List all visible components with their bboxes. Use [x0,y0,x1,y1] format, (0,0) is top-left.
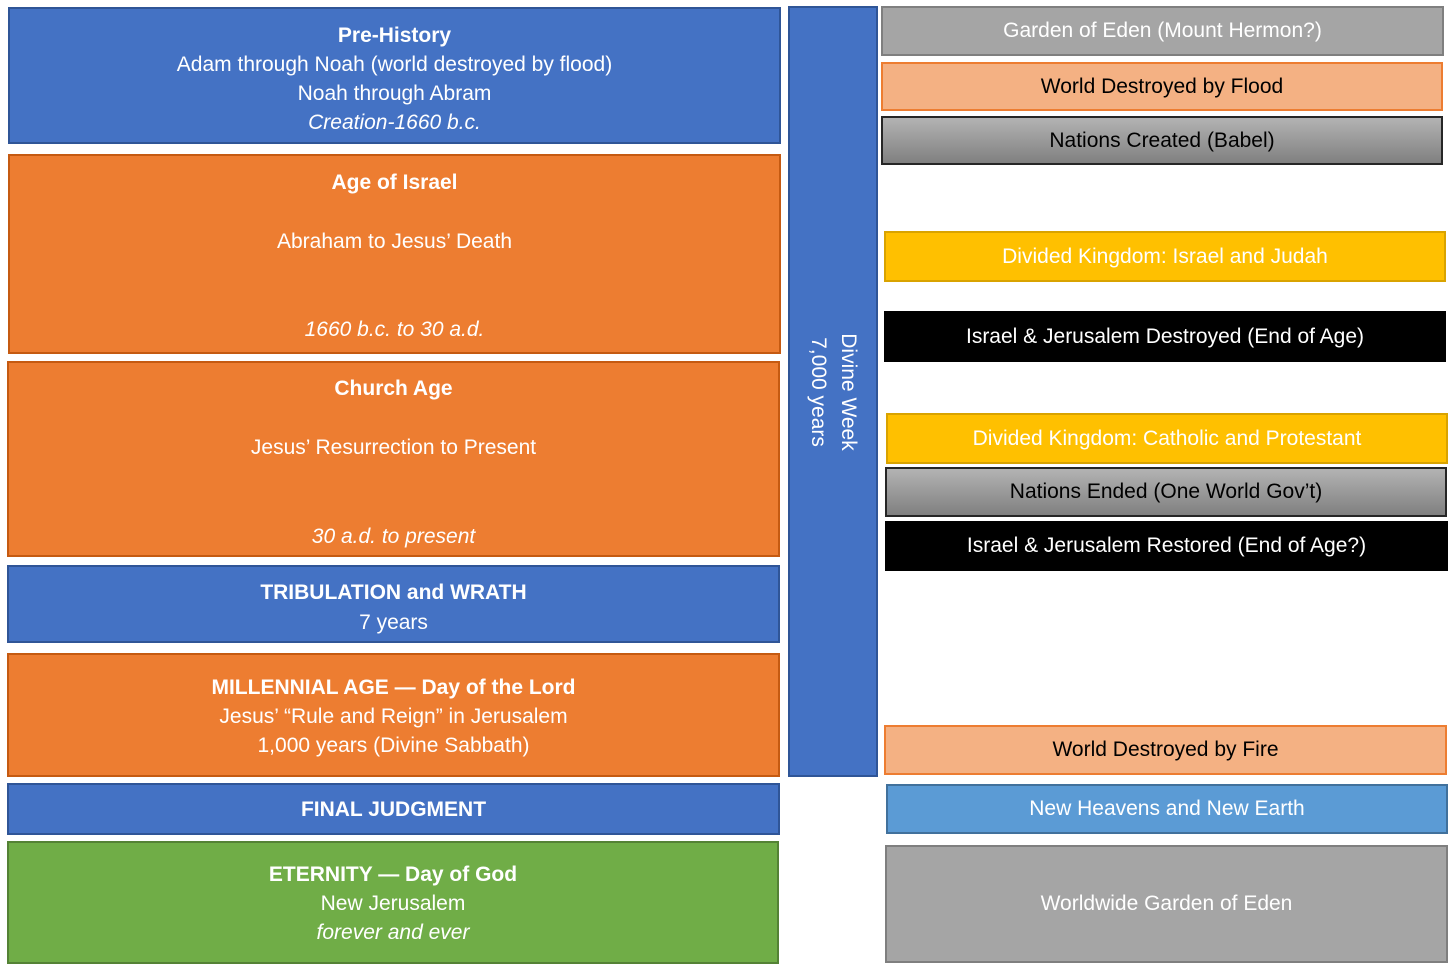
age-title: Church Age [334,377,453,400]
age-line: Jesus’ Resurrection to Present [250,436,537,459]
event-israel-restored: Israel & Jerusalem Restored (End of Age?… [885,521,1448,571]
event-nations-ended: Nations Ended (One World Gov’t) [885,467,1447,517]
age-line: Abraham to Jesus’ Death [276,230,512,253]
age-millennial: MILLENNIAL AGE — Day of the Lord Jesus’ … [7,653,780,777]
event-new-heavens: New Heavens and New Earth [886,784,1448,834]
divine-week-line1: Divine Week [837,332,860,451]
event-fire: World Destroyed by Fire [884,725,1447,775]
event-israel-destroyed: Israel & Jerusalem Destroyed (End of Age… [884,311,1446,362]
event-garden-of-eden: Garden of Eden (Mount Hermon?) [881,6,1444,56]
event-divided-catholic-protestant: Divided Kingdom: Catholic and Protestant [886,413,1448,464]
divine-week-bar: Divine Week 7,000 years [788,6,878,777]
age-final-judgment: FINAL JUDGMENT [7,783,780,835]
age-church: Church Age Jesus’ Resurrection to Presen… [7,361,780,557]
age-title: TRIBULATION and WRATH [260,581,527,604]
age-line: Noah through Abram [297,82,492,105]
age-dates: 1660 b.c. to 30 a.d. [304,318,485,341]
event-divided-israel-judah: Divided Kingdom: Israel and Judah [884,231,1446,282]
age-title: Pre-History [337,24,452,47]
age-line: New Jerusalem [320,892,466,915]
event-babel: Nations Created (Babel) [881,116,1443,165]
event-worldwide-eden: Worldwide Garden of Eden [885,845,1448,963]
age-line: Jesus’ “Rule and Reign” in Jerusalem [219,705,568,728]
age-line: Adam through Noah (world destroyed by fl… [176,53,613,76]
event-flood: World Destroyed by Flood [881,62,1443,111]
age-title: Age of Israel [331,171,458,194]
age-dates: forever and ever [316,921,470,944]
age-line: 1,000 years (Divine Sabbath) [257,734,530,757]
age-pre-history: Pre-History Adam through Noah (world des… [8,7,781,144]
age-line: 7 years [359,611,428,634]
age-israel: Age of Israel Abraham to Jesus’ Death 16… [8,154,781,354]
divine-week-line2: 7,000 years [807,336,830,447]
age-dates: Creation-1660 b.c. [308,111,481,134]
age-eternity: ETERNITY — Day of God New Jerusalem fore… [7,841,779,964]
age-tribulation: TRIBULATION and WRATH 7 years [7,565,780,643]
age-title: FINAL JUDGMENT [300,797,487,821]
divine-week-label: Divine Week 7,000 years [803,333,863,451]
age-title: MILLENNIAL AGE — Day of the Lord [211,676,576,699]
age-dates: 30 a.d. to present [311,525,476,548]
age-title: ETERNITY — Day of God [268,863,518,886]
